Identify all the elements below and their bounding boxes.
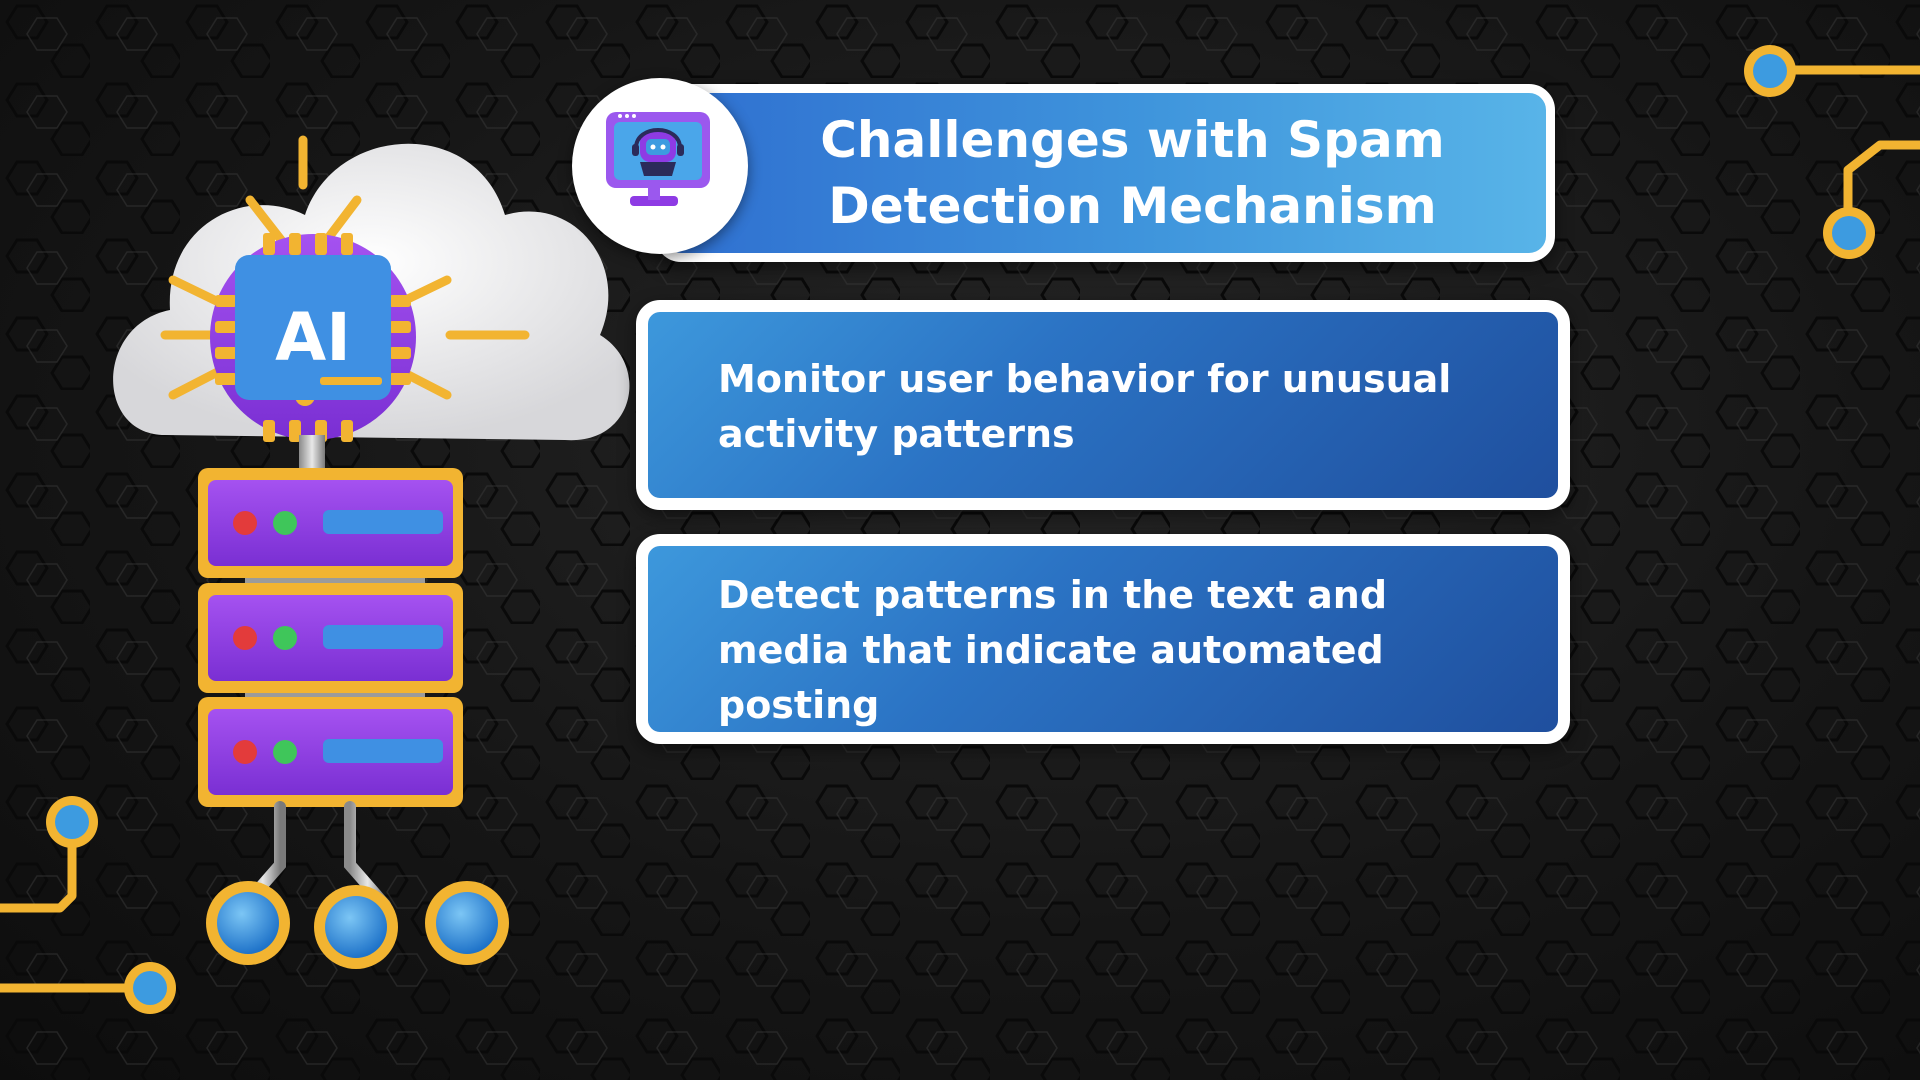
content-card-1: Monitor user behavior for unusual activi…	[636, 300, 1570, 510]
content-card-2: Detect patterns in the text and media th…	[636, 534, 1570, 744]
server-rack	[198, 468, 463, 807]
circuit-node-right	[1823, 207, 1875, 259]
monitor-chatbot-icon	[606, 112, 710, 206]
card-1-text: Monitor user behavior for unusual activi…	[718, 357, 1452, 456]
server-unit-3	[198, 697, 463, 807]
network-nodes	[206, 881, 509, 969]
circuit-node-top-right	[1744, 45, 1796, 97]
server-unit-2	[198, 583, 463, 693]
circuit-node-bottom-left	[46, 796, 98, 848]
circuit-node-left-bottom	[124, 962, 176, 1014]
server-unit-1	[198, 468, 463, 578]
ai-chip-label: AI	[275, 299, 351, 376]
ai-cloud-server-icon: AI	[113, 135, 630, 969]
title-banner: Challenges with Spam Detection Mechanism	[655, 84, 1555, 262]
page-title: Challenges with Spam Detection Mechanism	[820, 111, 1445, 235]
card-2-text: Detect patterns in the text and media th…	[718, 573, 1388, 727]
ai-chip: AI	[210, 233, 416, 442]
title-icon-badge	[572, 78, 748, 254]
